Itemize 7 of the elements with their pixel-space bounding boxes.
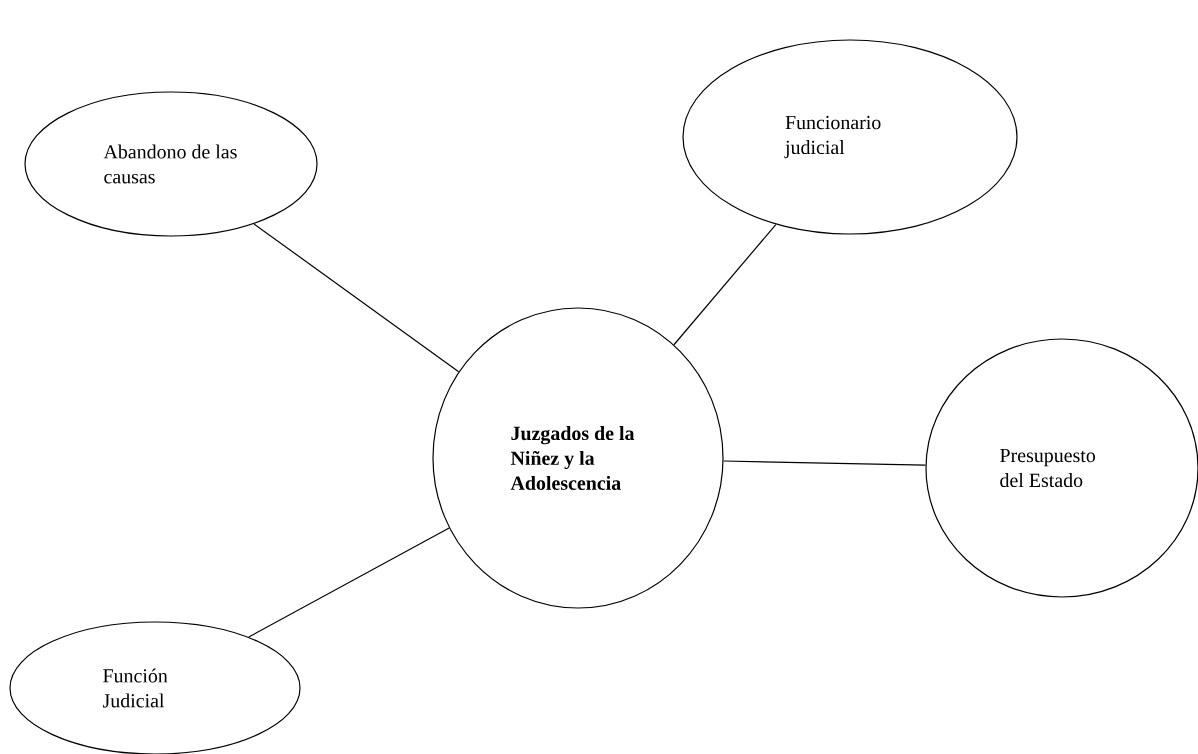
ellipse-node: Funcionario judicial bbox=[682, 39, 1018, 235]
connector-line bbox=[248, 527, 450, 638]
ellipse-node: Abandono de las causas bbox=[24, 91, 318, 237]
connector-line bbox=[253, 223, 460, 373]
connector-line bbox=[673, 223, 777, 346]
circle-node: Juzgados de la Niñez y la Adolescencia bbox=[432, 307, 724, 609]
connector-line bbox=[722, 460, 927, 466]
